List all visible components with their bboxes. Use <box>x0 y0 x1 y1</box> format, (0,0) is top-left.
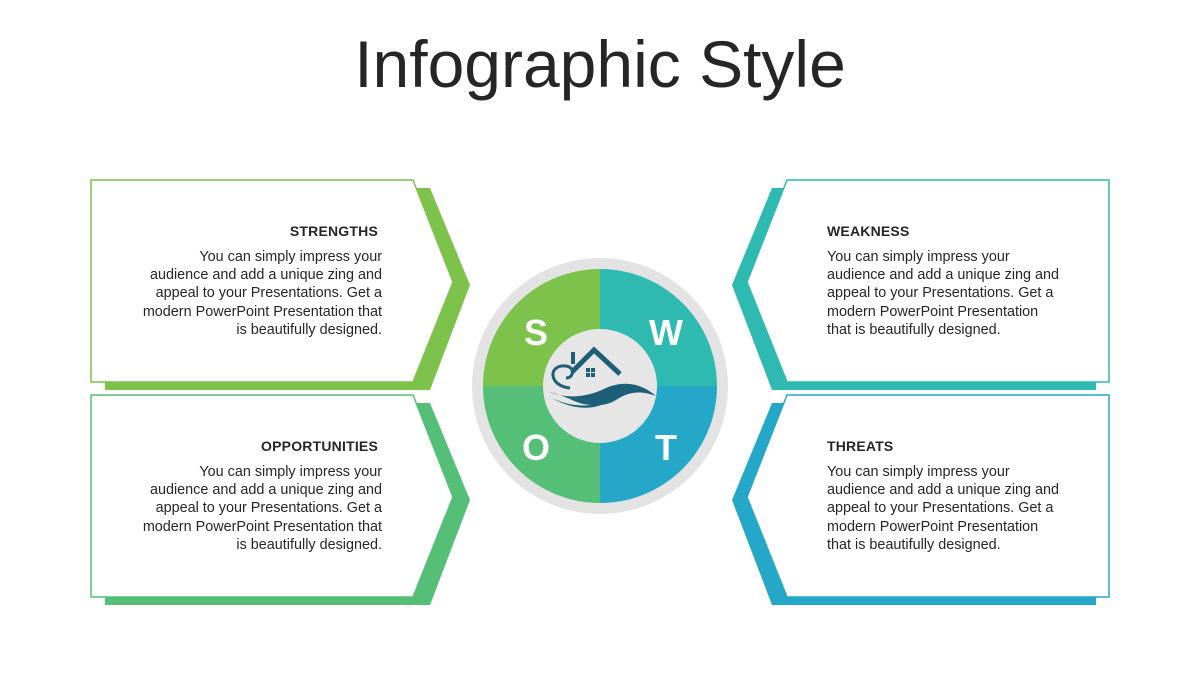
weakness-body: You can simply impress your audience and… <box>827 249 1060 338</box>
house-wave-icon <box>549 346 656 408</box>
strengths-panel-frame <box>90 179 454 383</box>
threats-panel-frame <box>746 394 1110 598</box>
strengths-heading: STRENGTHS <box>289 223 378 239</box>
threats-text: THREATS You can simply impress your audi… <box>827 438 1097 554</box>
weakness-panel <box>732 179 1110 390</box>
slide-title: Infographic Style <box>354 27 846 101</box>
letter-o: O <box>522 427 550 468</box>
strengths-text: STRENGTHS You can simply impress your au… <box>112 223 382 339</box>
opportunities-body: You can simply impress your audience and… <box>142 464 382 553</box>
strengths-body: You can simply impress your audience and… <box>142 249 382 338</box>
letter-s: S <box>524 312 548 353</box>
threats-heading: THREATS <box>827 438 894 454</box>
weakness-panel-frame <box>746 179 1110 383</box>
strengths-panel <box>90 179 470 390</box>
weakness-text: WEAKNESS You can simply impress your aud… <box>827 223 1097 339</box>
opportunities-panel <box>90 394 470 605</box>
opportunities-heading: OPPORTUNITIES <box>261 438 378 454</box>
weakness-heading: WEAKNESS <box>827 223 910 239</box>
opportunities-panel-frame <box>90 394 454 598</box>
letter-w: W <box>649 312 683 353</box>
threats-body: You can simply impress your audience and… <box>827 464 1060 553</box>
opportunities-text: OPPORTUNITIES You can simply impress you… <box>112 438 382 554</box>
swot-center-circle: S W O T <box>472 258 728 514</box>
letter-t: T <box>655 427 677 468</box>
threats-panel <box>732 394 1110 605</box>
